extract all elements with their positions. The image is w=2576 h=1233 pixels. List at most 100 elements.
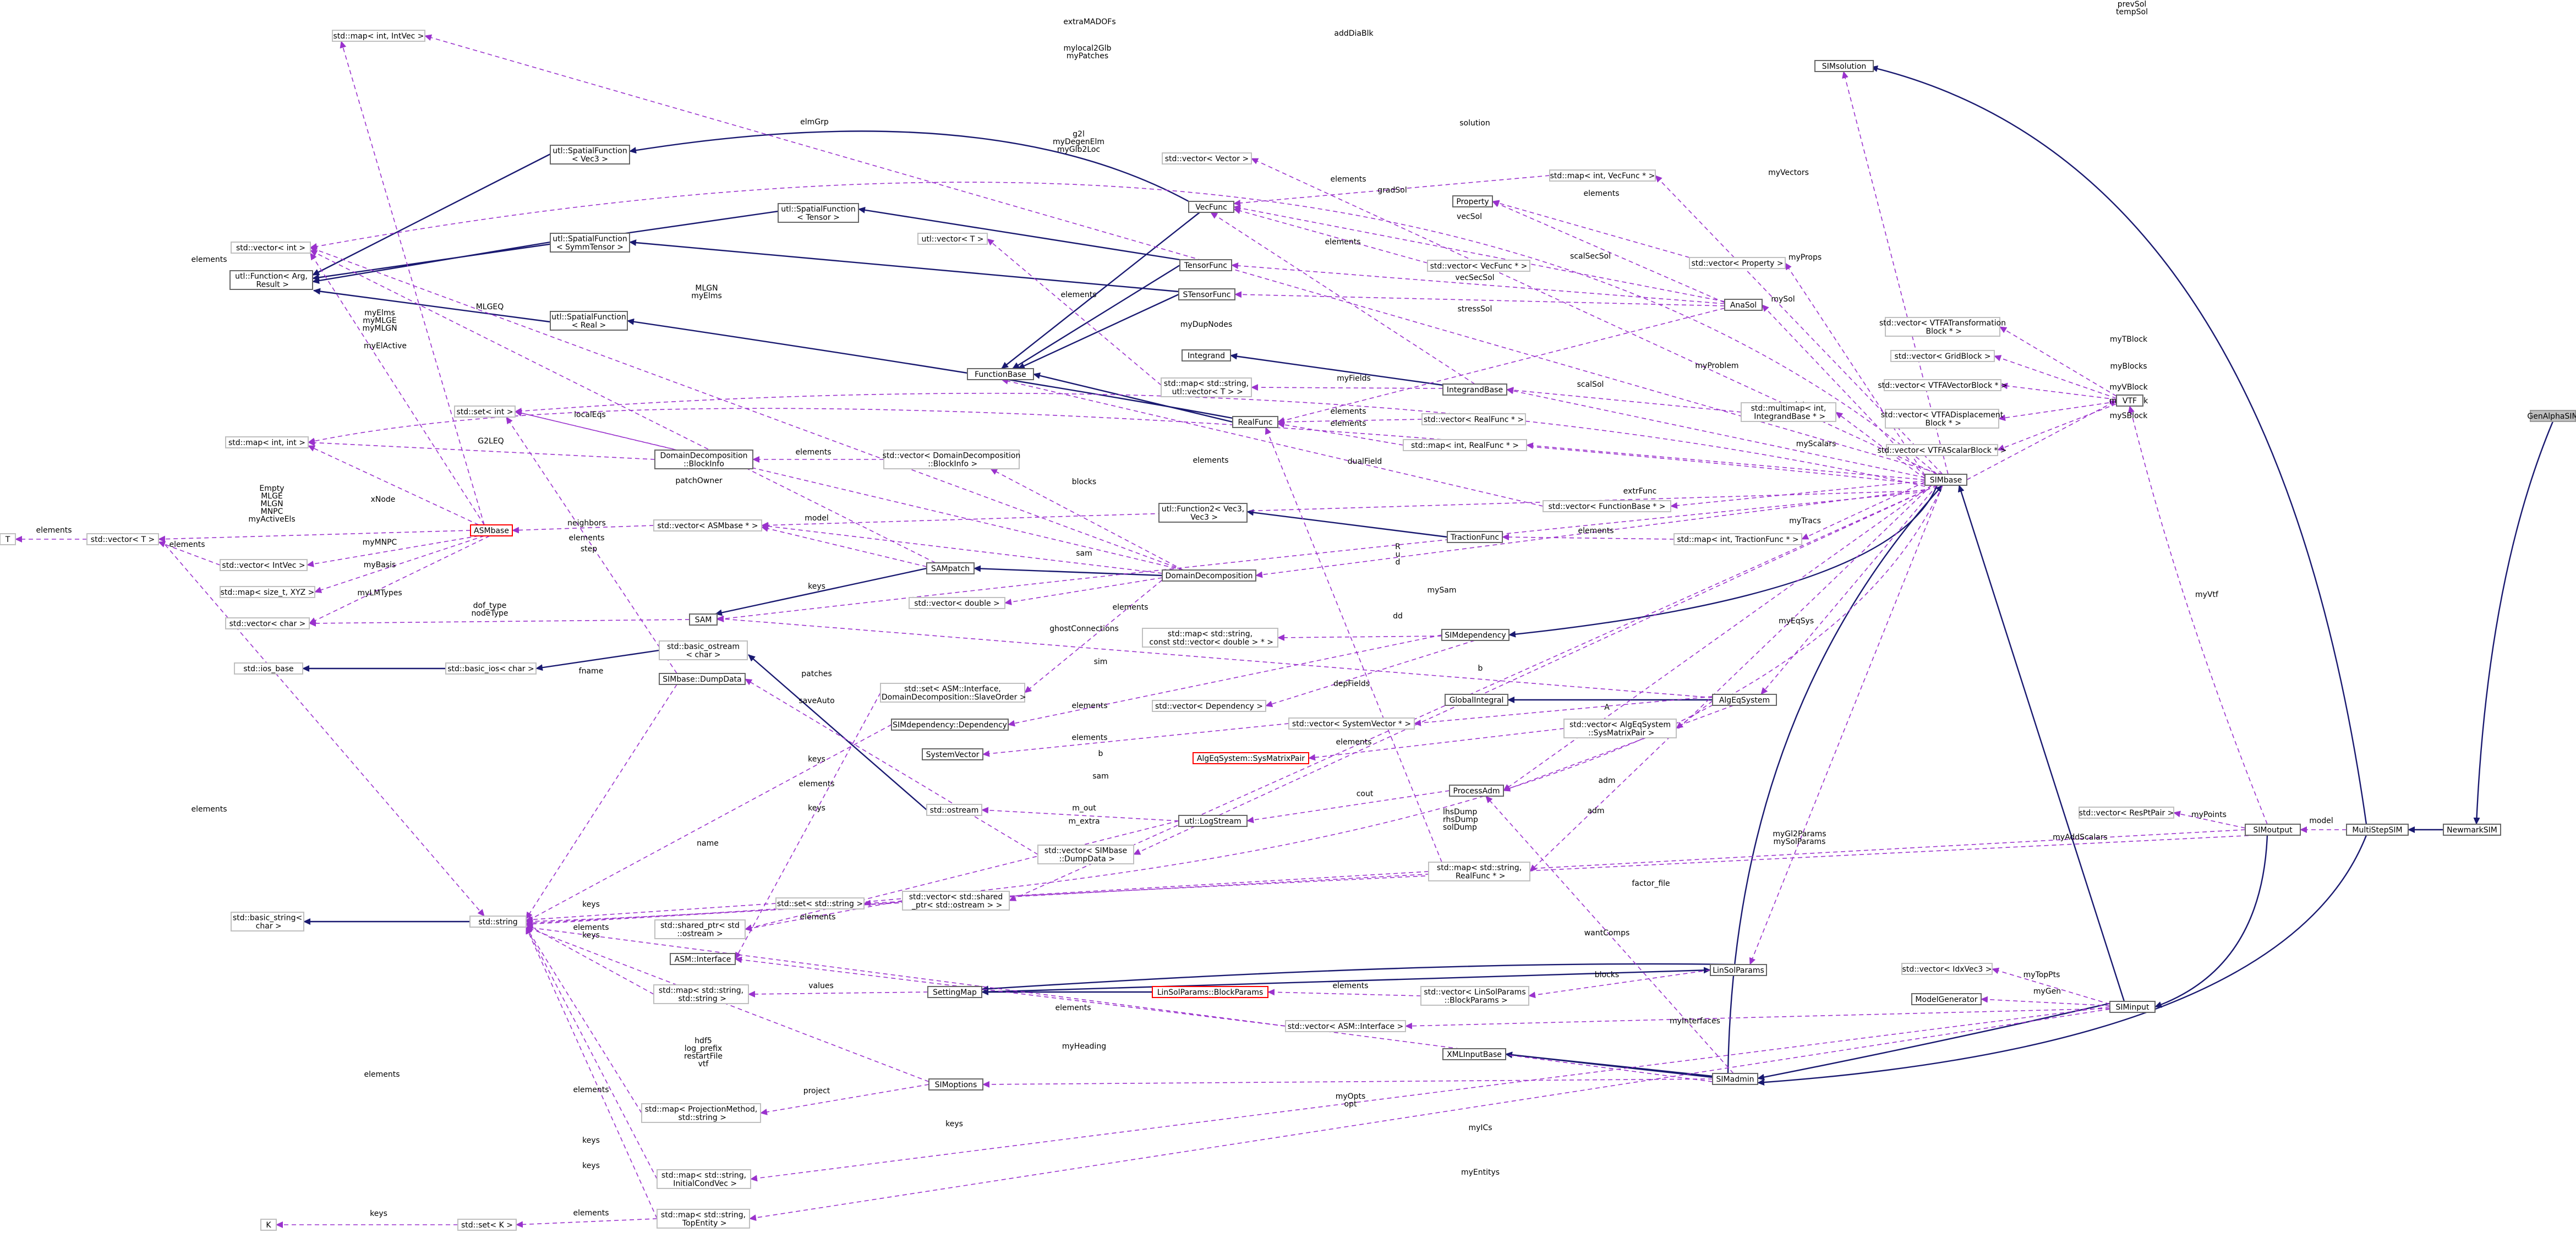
- node-map-int-traction-func[interactable]: std::map< int, TractionFunc * >: [1673, 533, 1802, 545]
- node-map-str-real-func[interactable]: std::map< std::string, RealFunc * >: [1428, 862, 1530, 881]
- node-newmark-sim[interactable]: NewmarkSIM: [2443, 824, 2501, 836]
- node-vec-func[interactable]: VecFunc: [1188, 201, 1234, 213]
- node-vector-vector[interactable]: std::vector< Vector >: [1162, 152, 1252, 165]
- node-alg-sys-matrix-pair[interactable]: AlgEqSystem::SysMatrixPair: [1193, 752, 1309, 764]
- node-vector-ddblock-info[interactable]: std::vector< DomainDecomposition ::Block…: [883, 450, 1021, 469]
- node-asminterface[interactable]: ASM::Interface: [670, 953, 736, 965]
- node-spatial-vec3[interactable]: utl::SpatialFunction< Vec3 >: [550, 145, 630, 165]
- node-utl-function-arg[interactable]: utl::Function< Arg, Result >: [229, 270, 313, 290]
- node-vector-real-func[interactable]: std::vector< RealFunc * >: [1421, 413, 1526, 425]
- node-vector-char[interactable]: std::vector< char >: [225, 617, 310, 629]
- node-vector-res-pt-pair[interactable]: std::vector< ResPtPair >: [2079, 807, 2174, 819]
- node-map-projection[interactable]: std::map< ProjectionMethod, std::string …: [641, 1103, 761, 1123]
- node-log-stream[interactable]: utl::LogStream: [1178, 815, 1248, 827]
- node-stensor-func[interactable]: STensorFunc: [1178, 288, 1235, 300]
- node-std-string[interactable]: std::string: [469, 916, 527, 928]
- node-spatial-real[interactable]: utl::SpatialFunction< Real >: [550, 311, 628, 331]
- node-asmbase[interactable]: ASMbase: [470, 524, 513, 536]
- node-vector-vtfscalar[interactable]: std::vector< VTFAScalarBlock * >: [1877, 444, 2007, 456]
- node-siminput[interactable]: SIMinput: [2109, 1001, 2156, 1013]
- node-vector-t[interactable]: std::vector< T >: [86, 533, 159, 545]
- node-function-base[interactable]: FunctionBase: [967, 368, 1034, 380]
- node-map-top-entity[interactable]: std::map< std::string, TopEntity >: [657, 1209, 750, 1229]
- node-xmlinput-base[interactable]: XMLInputBase: [1442, 1048, 1506, 1060]
- node-map-int-real-func[interactable]: std::map< int, RealFunc * >: [1403, 439, 1527, 451]
- node-vector-dependency[interactable]: std::vector< Dependency >: [1152, 700, 1266, 712]
- node-vector-simbase-dump[interactable]: std::vector< SIMbase ::DumpData >: [1037, 845, 1134, 864]
- node-vector-shared-ptr-ostream[interactable]: std::vector< std::shared _ptr< std::ostr…: [902, 891, 1010, 911]
- node-ana-sol[interactable]: AnaSol: [1724, 299, 1763, 311]
- node-vector-int[interactable]: std::vector< int >: [231, 242, 311, 254]
- node-map-int-int-vec[interactable]: std::map< int, IntVec >: [332, 30, 425, 42]
- node-vector-int-vec[interactable]: std::vector< IntVec >: [220, 559, 308, 571]
- node-domain-decomposition[interactable]: DomainDecomposition: [1162, 569, 1256, 582]
- node-vector-grid-block[interactable]: std::vector< GridBlock >: [1890, 350, 1995, 362]
- node-integrand[interactable]: Integrand: [1182, 349, 1231, 361]
- node-real-func[interactable]: RealFunc: [1232, 416, 1278, 428]
- node-sampatch[interactable]: SAMpatch: [926, 562, 975, 574]
- node-spatial-tensor[interactable]: utl::SpatialFunction< Tensor >: [778, 203, 859, 223]
- node-simbase[interactable]: SIMbase: [1924, 474, 1967, 486]
- node-utl-vector-t[interactable]: utl::vector< T >: [917, 233, 988, 245]
- node-vector-lin-sol-block[interactable]: std::vector< LinSolParams ::BlockParams …: [1420, 986, 1529, 1006]
- node-utl-function2[interactable]: utl::Function2< Vec3, Vec3 >: [1158, 503, 1248, 523]
- node-map-str-utl-vector[interactable]: std::map< std::string, utl::vector< T > …: [1161, 377, 1252, 397]
- node-alg-eq-system[interactable]: AlgEqSystem: [1712, 694, 1777, 706]
- node-simoutput[interactable]: SIMoutput: [2245, 824, 2301, 836]
- node-traction-func[interactable]: TractionFunc: [1447, 531, 1503, 543]
- node-vector-idx-vec3[interactable]: std::vector< IdxVec3 >: [1901, 963, 1993, 975]
- node-gen-alpha-sim[interactable]: GenAlphaSIM: [2527, 410, 2576, 422]
- node-vector-vtfvector[interactable]: std::vector< VTFAVectorBlock * >: [1878, 379, 2008, 391]
- node-simdependency[interactable]: SIMdependency: [1441, 629, 1509, 641]
- node-vector-vtfdisplacement[interactable]: std::vector< VTFADisplacement Block * >: [1881, 409, 2004, 429]
- node-map-str-const-double[interactable]: std::map< std::string, const std::vector…: [1142, 628, 1278, 648]
- node-lin-sol-params[interactable]: LinSolParams: [1710, 964, 1767, 976]
- node-set-k[interactable]: std::set< K >: [457, 1219, 517, 1231]
- node-map-str-str[interactable]: std::map< std::string, std::string >: [653, 984, 749, 1004]
- node-integrand-base[interactable]: IntegrandBase: [1442, 383, 1507, 396]
- node-multi-step-sim[interactable]: MultiStepSIM: [2346, 824, 2409, 836]
- node-sam[interactable]: SAM: [689, 613, 718, 626]
- node-map-int-vec-func[interactable]: std::map< int, VecFunc * >: [1549, 169, 1656, 182]
- node-simadmin[interactable]: SIMadmin: [1712, 1073, 1758, 1085]
- node-tensor-func[interactable]: TensorFunc: [1179, 259, 1232, 271]
- node-ddblock-info[interactable]: DomainDecomposition::BlockInfo: [654, 450, 753, 469]
- node-k[interactable]: K: [260, 1219, 277, 1231]
- node-basic-ios[interactable]: std::basic_ios< char >: [445, 662, 537, 675]
- node-map-size-xyz[interactable]: std::map< size_t, XYZ >: [220, 586, 315, 598]
- node-vector-vtftransform[interactable]: std::vector< VTFATransformation Block * …: [1879, 317, 2006, 337]
- node-vector-asmbase[interactable]: std::vector< ASMbase * >: [653, 519, 762, 531]
- node-t[interactable]: T: [0, 533, 16, 545]
- node-vector-function-base[interactable]: std::vector< FunctionBase * >: [1543, 500, 1671, 512]
- node-model-generator[interactable]: ModelGenerator: [1911, 993, 1982, 1005]
- node-simbase-dump-data[interactable]: SIMbase::DumpData: [659, 673, 746, 685]
- node-vector-asminterface[interactable]: std::vector< ASM::Interface >: [1285, 1020, 1406, 1032]
- node-set-int[interactable]: std::set< int >: [454, 405, 516, 418]
- node-spatial-symm[interactable]: utl::SpatialFunction< SymmTensor >: [550, 233, 630, 253]
- node-map-int-int[interactable]: std::map< int, int >: [225, 436, 309, 448]
- node-vector-double[interactable]: std::vector< double >: [909, 597, 1005, 609]
- node-process-adm[interactable]: ProcessAdm: [1449, 785, 1504, 797]
- node-std-ostream[interactable]: std::ostream: [926, 804, 982, 816]
- node-vector-vec-func[interactable]: std::vector< VecFunc * >: [1427, 260, 1530, 272]
- node-vector-alg-sys-matrix[interactable]: std::vector< AlgEqSystem ::SysMatrixPair…: [1563, 719, 1677, 738]
- node-vector-system-vector[interactable]: std::vector< SystemVector * >: [1288, 717, 1415, 730]
- node-shared-ptr-ostream[interactable]: std::shared_ptr< std::ostream >: [654, 919, 746, 939]
- node-basic-string[interactable]: std::basic_string< char >: [231, 912, 304, 931]
- node-set-string[interactable]: std::set< std::string >: [775, 897, 865, 909]
- node-basic-ostream[interactable]: std::basic_ostream< char >: [659, 640, 748, 660]
- node-simoptions[interactable]: SIMoptions: [928, 1078, 983, 1090]
- node-setting-map[interactable]: SettingMap: [927, 986, 982, 998]
- node-global-integral[interactable]: GlobalIntegral: [1445, 694, 1508, 706]
- node-simsolution[interactable]: SIMsolution: [1814, 60, 1874, 72]
- node-vector-property[interactable]: std::vector< Property >: [1689, 257, 1786, 269]
- node-system-vector[interactable]: SystemVector: [922, 748, 983, 760]
- node-map-initial-cond[interactable]: std::map< std::string, InitialCondVec >: [657, 1169, 751, 1189]
- node-property[interactable]: Property: [1452, 195, 1493, 207]
- node-ios-base[interactable]: std::ios_base: [234, 662, 303, 675]
- node-simdep-dependency[interactable]: SIMdependency::Dependency: [891, 719, 1009, 731]
- node-vtf[interactable]: VTF: [2116, 394, 2143, 407]
- node-multimap-int-integrand[interactable]: std::multimap< int, IntegrandBase * >: [1741, 402, 1836, 422]
- node-set-asminterface[interactable]: std::set< ASM::Interface, DomainDecompos…: [879, 683, 1026, 703]
- node-lin-sol-block-params[interactable]: LinSolParams::BlockParams: [1152, 986, 1268, 998]
